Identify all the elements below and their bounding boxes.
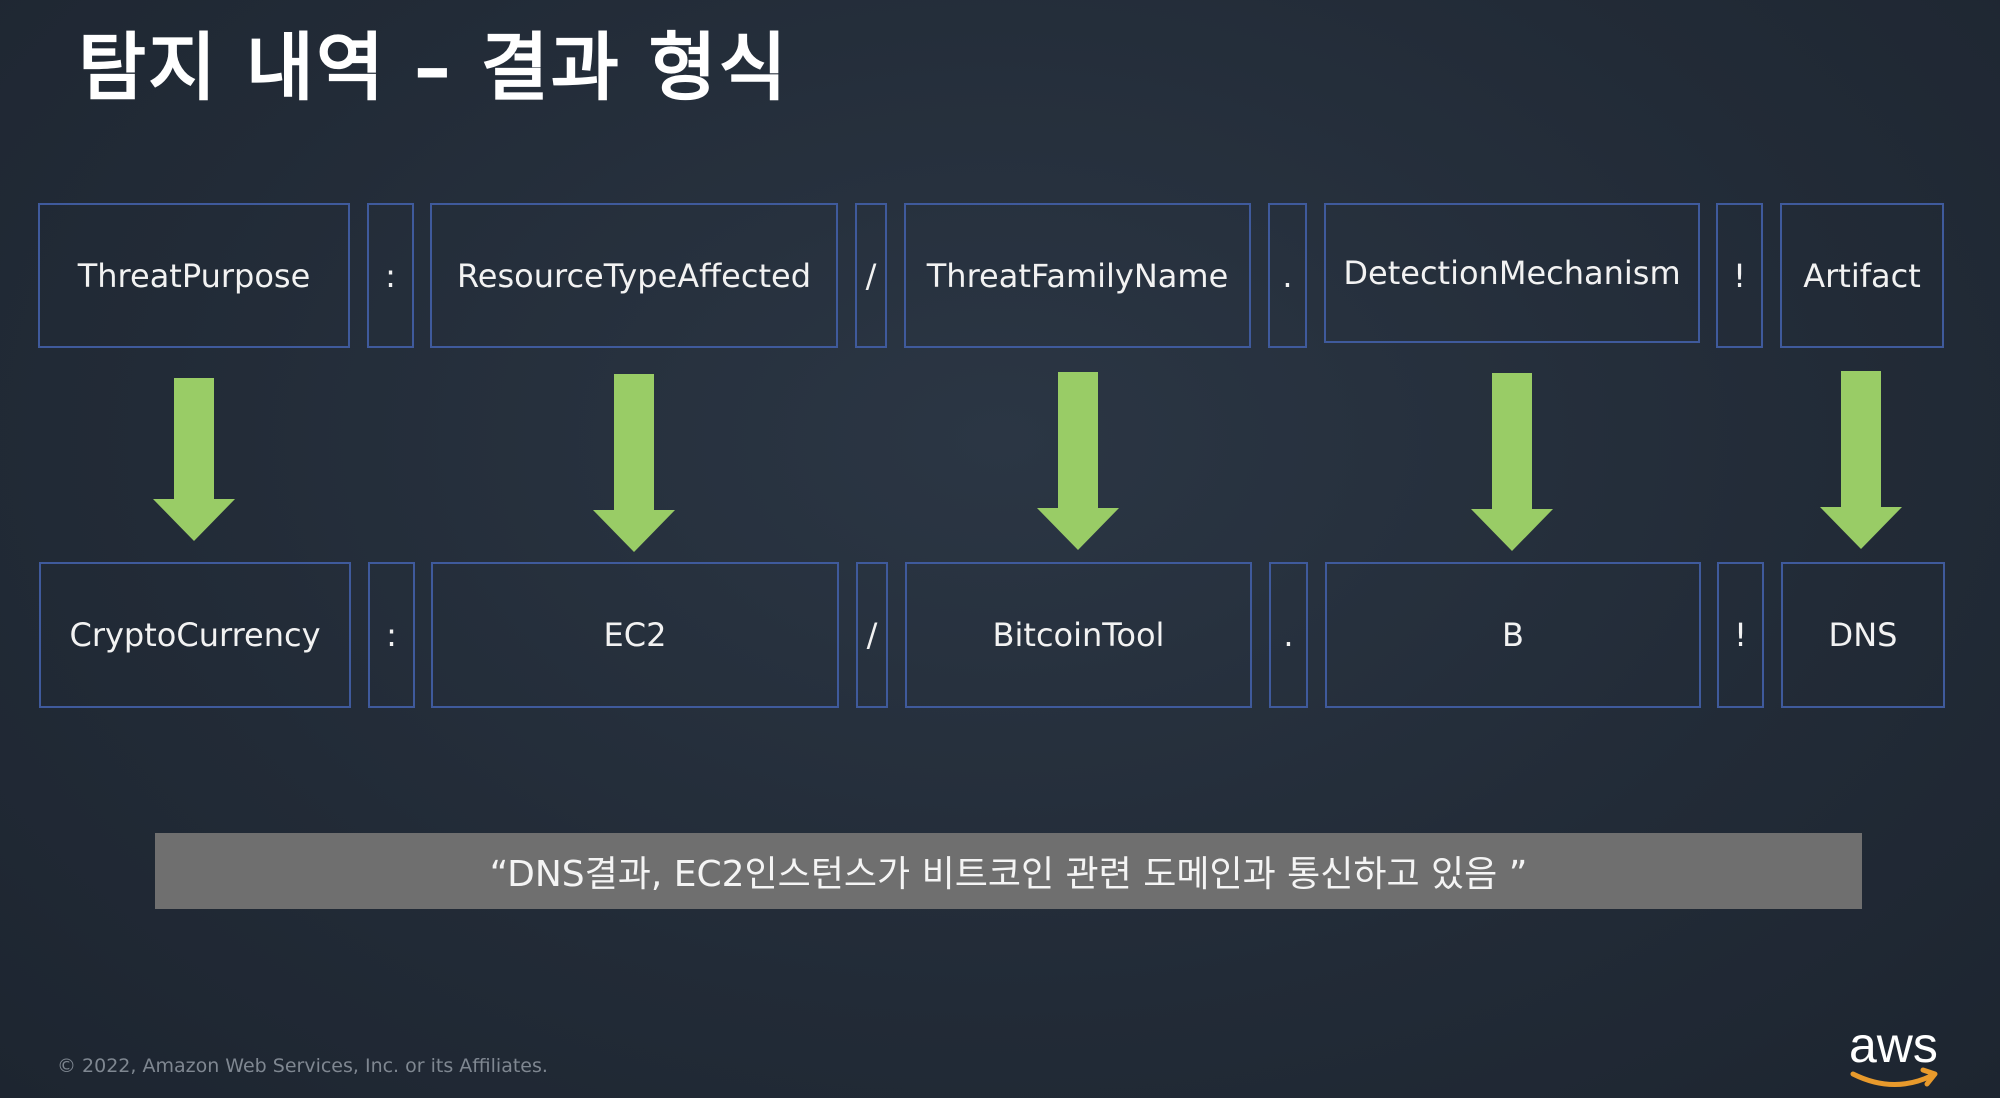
separator-colon: : — [386, 616, 397, 654]
down-arrow-icon — [1037, 372, 1119, 550]
threat-family-label: ThreatFamilyName — [926, 256, 1229, 295]
caption-text: “DNS결과, EC2인스턴스가 비트코인 관련 도메인과 통신하고 있음 ” — [489, 854, 1528, 895]
separator-slash: / — [866, 616, 878, 654]
copyright-footer: © 2022, Amazon Web Services, Inc. or its… — [57, 1055, 548, 1077]
separator-colon-box: : — [368, 562, 415, 708]
artifact-label-box: Artifact — [1780, 203, 1944, 348]
down-arrow-icon — [1820, 371, 1902, 549]
separator-exclamation-box: ! — [1717, 562, 1764, 708]
separator-slash-box: / — [855, 203, 887, 348]
threat-family-value-box: BitcoinTool — [905, 562, 1252, 708]
resource-type-label: ResourceTypeAffected — [456, 256, 811, 295]
threat-purpose-value: CryptoCurrency — [69, 616, 321, 654]
detection-mechanism-value-box: B — [1325, 562, 1701, 708]
finding-description-caption: “DNS결과, EC2인스턴스가 비트코인 관련 도메인과 통신하고 있음 ” — [155, 833, 1862, 909]
threat-family-label-box: ThreatFamilyName — [904, 203, 1251, 348]
threat-purpose-value-box: CryptoCurrency — [39, 562, 351, 708]
separator-dot: . — [1283, 616, 1294, 654]
separator-exclamation: ! — [1733, 256, 1746, 295]
separator-colon-box: : — [367, 203, 414, 348]
down-arrow-icon — [153, 378, 235, 541]
separator-dot: . — [1282, 256, 1293, 295]
artifact-value-box: DNS — [1781, 562, 1945, 708]
detection-mechanism-label-box: DetectionMechanism — [1324, 203, 1700, 343]
separator-exclamation: ! — [1734, 616, 1747, 654]
threat-family-value: BitcoinTool — [992, 616, 1165, 654]
separator-dot-box: . — [1268, 203, 1307, 348]
threat-purpose-label: ThreatPurpose — [77, 256, 311, 295]
down-arrow-icon — [1471, 373, 1553, 551]
separator-dot-box: . — [1269, 562, 1308, 708]
separator-slash-box: / — [856, 562, 888, 708]
separator-slash: / — [865, 256, 877, 295]
resource-type-value: EC2 — [603, 616, 667, 654]
resource-type-value-box: EC2 — [431, 562, 839, 708]
threat-purpose-label-box: ThreatPurpose — [38, 203, 350, 348]
separator-exclamation-box: ! — [1716, 203, 1763, 348]
aws-logo-text: aws — [1849, 1018, 1938, 1073]
separator-colon: : — [385, 256, 396, 295]
detection-mechanism-value: B — [1502, 616, 1524, 654]
artifact-value: DNS — [1828, 616, 1898, 654]
detection-mechanism-label: DetectionMechanism — [1343, 254, 1681, 292]
slide-title: 탐지 내역 – 결과 형식 — [78, 25, 789, 111]
resource-type-label-box: ResourceTypeAffected — [430, 203, 838, 348]
aws-logo: aws — [1845, 1017, 1945, 1098]
artifact-label: Artifact — [1803, 256, 1921, 295]
down-arrow-icon — [593, 374, 675, 552]
